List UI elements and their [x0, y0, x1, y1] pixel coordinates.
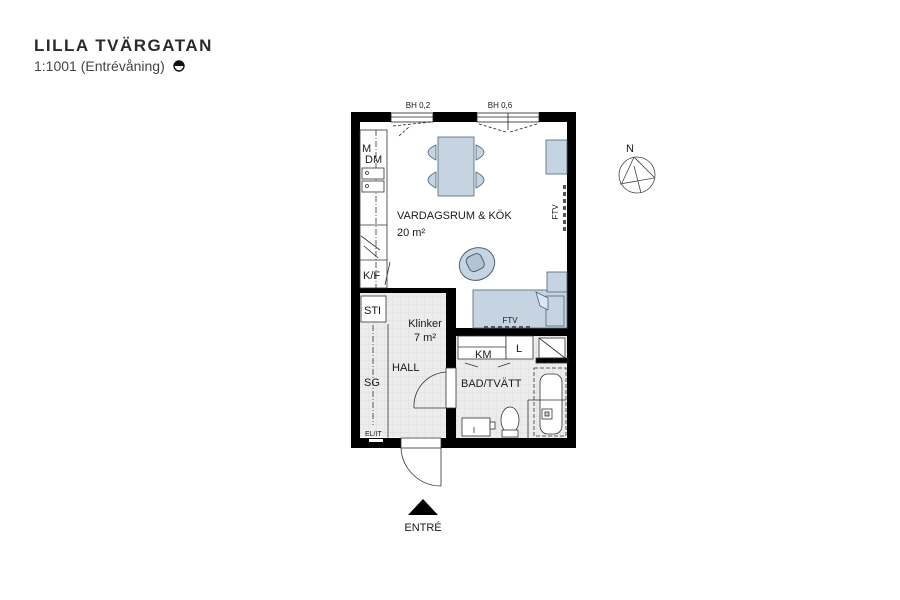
sg-label: SG: [364, 377, 380, 389]
wardrobe-sg: [372, 324, 389, 438]
washer-label: KM: [475, 349, 492, 361]
ftv-wall-marker: [563, 185, 566, 231]
scale-and-floor: 1:1001 (Entrévåning): [34, 58, 185, 74]
wardrobe-sti: [360, 295, 387, 323]
bath-name: BAD/TVÄTT: [461, 378, 522, 390]
building-title: LILLA TVÄRGATAN: [34, 36, 213, 55]
window-right-label: BH 0,6: [488, 101, 513, 110]
armchair: [458, 247, 496, 281]
sofa-bed: [472, 271, 568, 329]
entrance-label: ENTRÉ: [404, 521, 441, 534]
walls: [351, 112, 576, 448]
shaft: [535, 337, 569, 364]
entrance-arrow-icon: [408, 499, 438, 515]
sink: [461, 417, 496, 437]
compass-icon: [618, 156, 656, 194]
hall-floor-material: Klinker: [408, 318, 442, 330]
hall-name: HALL: [392, 362, 420, 374]
dining-set: [427, 136, 485, 197]
living-room-name: VARDAGSRUM & KÖK: [397, 210, 512, 222]
laundry-units: [457, 335, 534, 368]
ftv-sofa-label: FTV: [502, 316, 518, 325]
window-left: [390, 112, 434, 137]
kitchen-counter: [359, 129, 391, 289]
hall-area: 7 m²: [414, 332, 436, 344]
half-filled-circle-icon: [173, 60, 185, 72]
linen-cabinet-label: L: [516, 343, 522, 355]
ftv-wall-label: FTV: [551, 204, 560, 220]
entrance-door[interactable]: [400, 437, 442, 487]
compass-north-label: N: [626, 143, 634, 155]
sti-label: STI: [364, 305, 381, 317]
microwave-label: M: [362, 143, 371, 155]
bath-door: [413, 367, 457, 409]
ftv-sofa-marker: [484, 326, 530, 328]
elit-label: EL/IT: [365, 431, 382, 438]
dishwasher-label: DM: [365, 154, 382, 166]
fridge-freezer-label: K/F: [363, 270, 380, 282]
wall-cabinet: [545, 139, 568, 175]
living-room-area: 20 m²: [397, 227, 425, 239]
elit-panel: [369, 439, 383, 442]
shower-tub: [527, 367, 567, 438]
toilet: [500, 406, 520, 438]
window-right: [476, 112, 540, 133]
window-left-label: BH 0,2: [406, 101, 431, 110]
scale-label: 1:1001 (Entrévåning): [34, 58, 165, 74]
